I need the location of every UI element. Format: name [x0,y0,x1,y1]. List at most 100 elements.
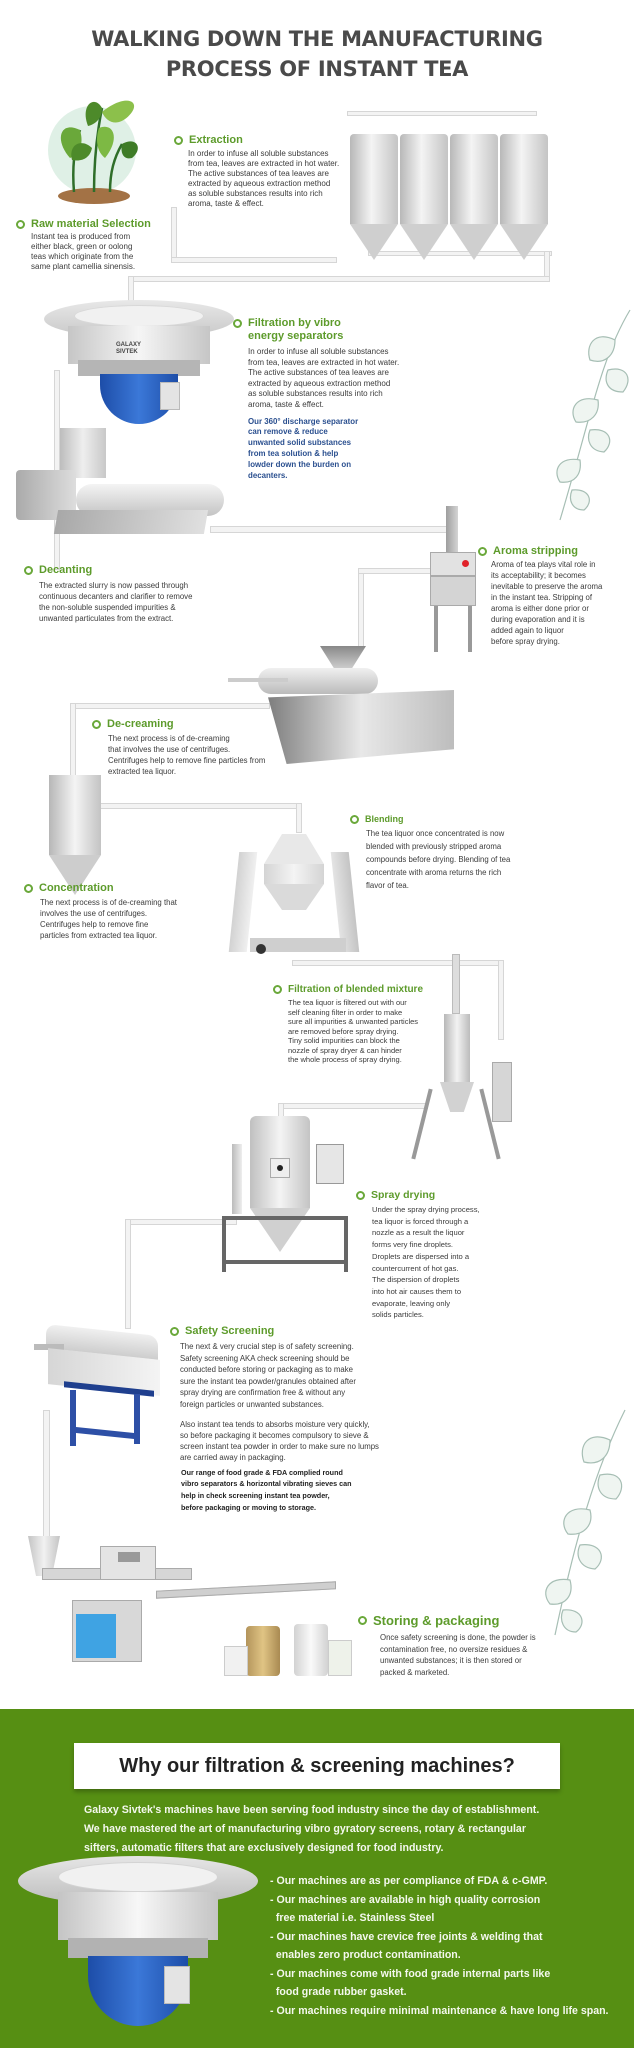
step-bullet-icon [16,219,25,229]
step-heading: Extraction [174,134,354,146]
tea-bag [224,1646,248,1676]
step-description: The next & very crucial step is of safet… [180,1342,356,1409]
step-description-continued: Also instant tea tends to absorbs moistu… [180,1419,379,1462]
step-heading: Decanting [24,564,224,576]
step-description: The extracted slurry is now passed throu… [39,581,193,623]
tea-bag [328,1640,352,1676]
page-title-line-2: PROCESS OF INSTANT TEA [165,57,469,81]
step-heading: Raw material Selection [16,218,186,230]
kraft-pouch [246,1626,280,1676]
step-bullet-icon [350,814,359,824]
benefit-item: - Our machines are as per compliance of … [270,1875,548,1887]
step-description: In order to infuse all soluble substance… [188,149,340,208]
step-bullet-icon [233,319,242,328]
step-bullet-icon [92,719,101,729]
red-indicator-light-icon [462,560,469,567]
tea-leaf-branch-decoration-top-right [556,309,631,521]
step-concentration: Concentration The next process is of de-… [24,882,204,941]
silo-3 [450,134,498,260]
double-cone-blender-illustration [228,828,360,958]
step-aroma-stripping: Aroma stripping Aroma of tea plays vital… [478,545,634,647]
spray-dryer-illustration [220,1104,350,1272]
benefit-item: - Our machines have crevice free joints … [270,1930,543,1943]
de-creaming-centrifuge-illustration [228,646,458,766]
pipe-concentration-to-blender [94,803,302,809]
step-de-creaming: De-creaming The next process is of de-cr… [92,718,292,777]
page-title: WALKING DOWN THE MANUFACTURING PROCESS O… [0,24,634,84]
tea-leaf-branch-decoration-bottom-right [545,1409,626,1636]
benefit-item: food grade rubber gasket. [270,1986,407,1998]
step-description: Once safety screening is done, the powde… [380,1633,536,1678]
step-heading: Storing & packaging [358,1613,558,1628]
blue-cabinet-door [76,1614,116,1658]
step-raw-material-selection: Raw material Selection Instant tea is pr… [16,218,186,272]
step-bullet-icon [356,1190,365,1200]
pipe-aroma-down [358,568,364,648]
step-filtration-blended-mixture: Filtration of blended mixture The tea li… [273,984,443,1065]
pipe-decanter-to-aroma [210,526,450,533]
step-bullet-icon [24,883,33,893]
self-cleaning-filter-illustration [411,954,514,1166]
packaging-machine-illustration [28,1536,368,1686]
step-bullet-icon [273,985,282,994]
pipe-silos-top [347,111,537,116]
step-heading: Filtration of blended mixture [273,984,443,995]
step-heading: Aroma stripping [478,545,634,557]
vibro-separator-large-illustration [18,1856,258,2032]
step-heading: Blending [350,814,540,824]
step-bullet-icon [358,1616,367,1625]
step-description: In order to infuse all soluble substance… [248,347,400,409]
step-safety-screening: Safety Screening The next & very crucial… [170,1325,410,1513]
step-spray-drying: Spray drying Under the spray drying proc… [356,1189,496,1321]
step-bullet-icon [174,135,183,145]
pipe-aroma-h [358,568,432,574]
step-decanting: Decanting The extracted slurry is now pa… [24,564,224,624]
horizontal-vibrating-sieve-illustration [34,1324,164,1455]
step-blending: Blending The tea liquor once concentrate… [350,814,540,892]
tea-plant-illustration [48,100,138,204]
benefit-item: - Our machines come with food grade inte… [270,1967,551,1980]
control-panel-screen-icon [118,1552,140,1562]
page-title-line-1: WALKING DOWN THE MANUFACTURING [91,27,543,51]
blender-motor-icon [256,944,266,954]
why-section-intro: Galaxy Sivtek's machines have been servi… [84,1804,540,1854]
concentration-vessel-illustration [49,775,101,897]
step-highlight-note: Our range of food grade & FDA complied r… [181,1467,352,1512]
step-extraction: Extraction In order to infuse all solubl… [174,134,354,209]
white-pouch [294,1624,328,1676]
step-description: Under the spray drying process,tea liquo… [372,1205,480,1320]
why-section-title: Why our filtration & screening machines? [74,1743,560,1789]
aroma-stripping-unit-illustration [430,506,476,656]
pipe-decream-down [70,703,76,783]
step-heading: Spray drying [356,1189,496,1201]
benefit-item: enables zero product contamination. [270,1949,461,1961]
silo-1 [350,134,398,260]
silo-2 [400,134,448,260]
step-bullet-icon [24,565,33,575]
step-heading: Safety Screening [170,1325,410,1337]
step-heading: De-creaming [92,718,292,730]
step-heading: Concentration [24,882,204,894]
dryer-viewport-icon [277,1165,283,1171]
pipe-blender-feed [296,803,302,833]
pipe-dryer-to-screen-down [125,1219,131,1329]
why-benefits-list: - Our machines are as per compliance of … [270,1872,630,2020]
step-storing-packaging: Storing & packaging Once safety screenin… [358,1613,558,1679]
step-bullet-icon [478,546,487,556]
pipe-extraction-bracket-h [171,257,337,263]
silo-4 [500,134,548,260]
benefit-item: - Our machines are available in high qua… [270,1893,541,1906]
benefit-item: free material i.e. Stainless Steel [270,1912,435,1924]
pipe-to-separator [128,276,550,282]
